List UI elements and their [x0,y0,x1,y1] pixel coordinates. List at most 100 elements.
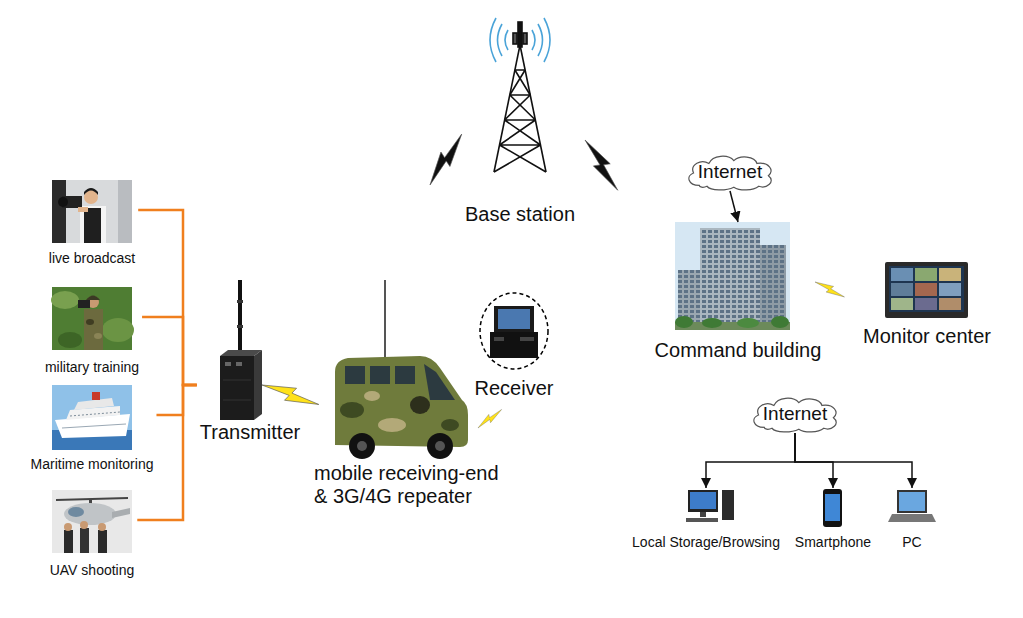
uav-photo [98,523,106,531]
building-icon [675,222,790,330]
phone-icon [825,494,840,521]
desktop-icon [688,490,718,512]
uav-photo [64,523,72,531]
node-label: UAV shooting [50,562,135,578]
video-feed-line [156,385,196,415]
ship-photo [52,385,132,450]
transmitter-icon [237,300,243,303]
van-icon [441,419,459,431]
building-icon [771,316,789,328]
building-icon [700,228,760,324]
training-photo [51,291,79,309]
node-label: mobile receiving-end & 3G/4G repeater [314,462,514,508]
building-icon [737,318,759,328]
receiver-icon [494,337,504,341]
broadcast-photo [118,180,132,243]
training-photo [94,333,102,339]
building-icon [700,228,760,324]
van-icon [424,364,455,400]
transmitter-icon [237,325,243,328]
laptop-icon [888,490,936,522]
transmitter-node: Transmitter [197,276,303,444]
cloud-outline [689,156,771,190]
receiver-icon [490,332,538,358]
building-icon [675,222,790,330]
ship-photo [66,406,120,420]
monitor-icon [885,262,968,318]
transmitter-icon [236,362,242,366]
van-icon [378,418,406,432]
monitor-icon [891,298,913,310]
uav-photo [68,507,84,517]
training-photo [51,287,134,350]
network-arrow [730,191,738,222]
uav-photo [80,528,89,553]
van-icon [370,366,390,384]
transmitter-icon [223,400,251,401]
wireless-bolt [476,406,504,431]
desktop-icon [690,492,716,509]
uav-photo [52,490,132,553]
terminal-node: Local Storage/Browsing [629,488,783,550]
building-node: Command building [646,222,831,362]
training-photo [86,319,94,325]
cloud-label: Internet [698,161,762,183]
building-icon [678,270,700,324]
broadcast-photo [52,180,66,243]
laptop-icon [897,490,927,513]
node-label: Monitor center [863,325,991,348]
terminal-node: Smartphone [792,488,874,550]
broadcast-photo [52,180,132,243]
node-label: Transmitter [200,421,300,444]
uav-photo [112,508,130,518]
node-label: Base station [465,203,575,226]
uav-photo [98,530,107,553]
training-photo [102,318,134,342]
node-label: military training [45,359,139,375]
transmitter-icon [220,280,262,420]
photo-panel: Maritime monitoring [28,383,157,472]
signal-arcs [505,30,508,50]
photo-panel: UAV shooting [47,488,138,578]
video-feed-line [137,385,197,520]
monitor-icon [891,283,913,296]
network-arrow [795,433,912,488]
uav-photo [52,490,132,553]
cloud-node: Internet [682,153,778,191]
transmitter-icon [225,362,231,366]
uav-photo [64,530,73,553]
monitor-icon [885,262,968,318]
monitor-icon [915,298,937,310]
receiver-node: Receiver [470,290,558,400]
tower-icon [518,22,522,47]
video-feed-line [142,317,197,385]
ship-photo [62,424,126,428]
building-icon [702,318,722,328]
van-icon [384,280,386,357]
transmitter-icon [220,356,254,420]
node-label: Receiver [475,377,554,400]
tower-icon [494,70,546,172]
broadcast-photo [58,197,68,207]
phone-icon [823,489,842,527]
video-feed-line [138,210,197,385]
broadcast-photo [84,208,101,243]
van-icon [395,366,415,384]
tower-icon [513,33,517,44]
desktop-icon [686,518,718,522]
van-icon [364,391,380,401]
receiver-icon [480,293,548,369]
receiver-icon [520,337,534,341]
node-label: Smartphone [795,534,871,550]
wireless-bolt [578,136,625,194]
broadcast-photo [52,180,132,243]
monitor-icon [915,283,937,296]
laptop-icon [888,514,936,522]
ship-photo [92,392,100,400]
node-label: Local Storage/Browsing [632,534,780,550]
signal-arcs [538,24,543,56]
node-label: Maritime monitoring [31,456,154,472]
signal-arcs [490,18,550,62]
phone-icon [823,489,842,527]
